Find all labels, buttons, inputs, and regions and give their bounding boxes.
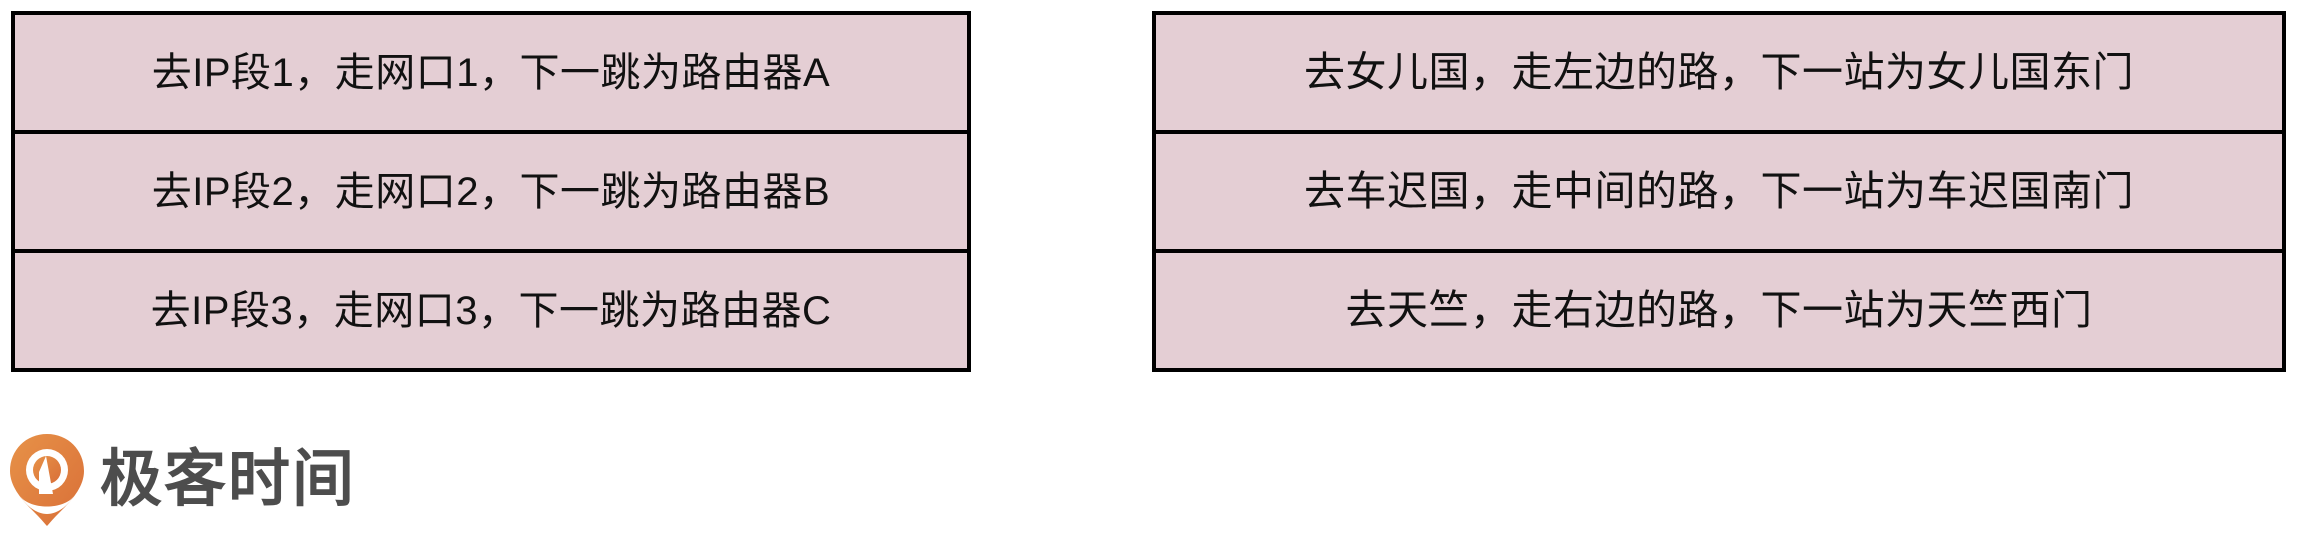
table-row: 去天竺，走右边的路，下一站为天竺西门 bbox=[1156, 253, 2282, 368]
table-row: 去IP段1，走网口1，下一跳为路由器A bbox=[15, 15, 967, 134]
table-row: 去IP段3，走网口3，下一跳为路由器C bbox=[15, 253, 967, 368]
journey-rule-text: 去天竺，走右边的路，下一站为天竺西门 bbox=[1345, 286, 2093, 333]
routing-table: 去IP段1，走网口1，下一跳为路由器A 去IP段2，走网口2，下一跳为路由器B … bbox=[11, 11, 971, 372]
table-row: 去IP段2，走网口2，下一跳为路由器B bbox=[15, 134, 967, 253]
routing-rule-text: 去IP段3，走网口3，下一跳为路由器C bbox=[150, 288, 832, 333]
routing-rule-text: 去IP段1，走网口1，下一跳为路由器A bbox=[151, 50, 831, 95]
journey-table: 去女儿国，走左边的路，下一站为女儿国东门 去车迟国，走中间的路，下一站为车迟国南… bbox=[1152, 11, 2286, 372]
brand-wordmark: 极客时间 bbox=[100, 445, 357, 514]
journey-rule-text: 去女儿国，走左边的路，下一站为女儿国东门 bbox=[1304, 48, 2134, 95]
journey-rule-text: 去车迟国，走中间的路，下一站为车迟国南门 bbox=[1304, 167, 2134, 214]
geektime-pin-icon bbox=[8, 432, 86, 528]
routing-rule-text: 去IP段2，走网口2，下一跳为路由器B bbox=[151, 169, 831, 214]
brand-logo: 极客时间 bbox=[8, 432, 356, 528]
table-row: 去车迟国，走中间的路，下一站为车迟国南门 bbox=[1156, 134, 2282, 253]
table-row: 去女儿国，走左边的路，下一站为女儿国东门 bbox=[1156, 15, 2282, 134]
